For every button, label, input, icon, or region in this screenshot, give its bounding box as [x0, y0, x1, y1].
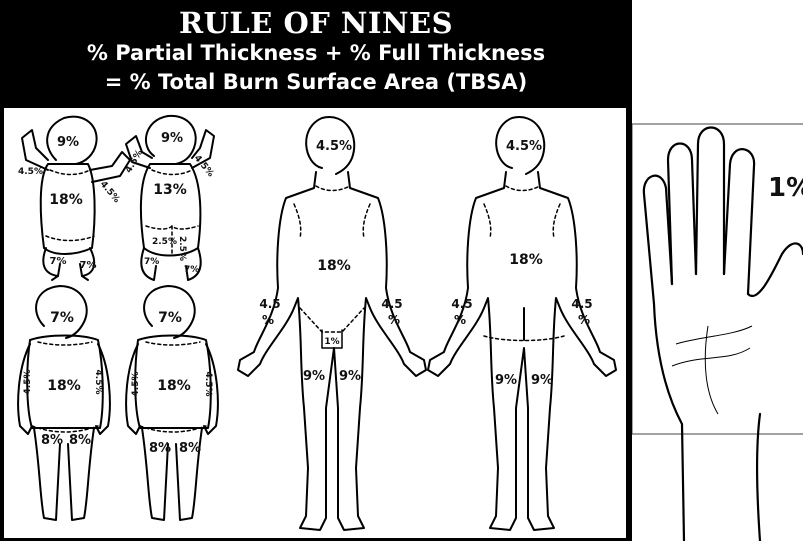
body-diagrams-panel: 9% 4.5% 4.5% 18% 7% 7% 9% 4.5% 4.5% 13% … [4, 108, 626, 538]
adult-back-arm-left-value: 4.5 [451, 297, 472, 311]
infant-front-leg-right-label: 7% [80, 260, 97, 271]
palm-creases [672, 326, 752, 414]
infant-back-head-label: 9% [161, 131, 183, 146]
adult-front-leg-right-label: 9% [339, 369, 361, 384]
adult-front-arm-right-unit: % [388, 313, 400, 327]
child-front-arm-right-label: 4.5% [93, 370, 103, 395]
adult-front-head-label: 4.5% [316, 139, 352, 154]
formula-line-2: = % Total Burn Surface Area (TBSA) [0, 70, 632, 94]
child-back-trunk-label: 18% [157, 378, 191, 394]
infant-front-trunk-label: 18% [49, 192, 83, 208]
adult-back-arm-right-unit: % [578, 313, 590, 327]
body-diagrams-svg: 9% 4.5% 4.5% 18% 7% 7% 9% 4.5% 4.5% 13% … [4, 108, 626, 538]
palm-rule-panel: 1% [632, 104, 803, 541]
formula-line-1: % Partial Thickness + % Full Thickness [0, 41, 632, 65]
palm-hand-svg: 1% [632, 104, 803, 541]
infant-front-arm-right-label: 4.5% [98, 180, 122, 206]
child-back-leg-left-label: 8% [149, 441, 171, 456]
adult-front-leg-left-label: 9% [303, 369, 325, 384]
child-back-leg-right-label: 8% [179, 441, 201, 456]
child-front-leg-right-label: 8% [69, 433, 91, 448]
poster-title: RULE OF NINES [0, 6, 632, 40]
adult-back-head-label: 4.5% [506, 139, 542, 154]
adult-front-genital-label: 1% [324, 337, 339, 347]
palm-percent-label: 1% [768, 173, 803, 203]
adult-front-trunk-label: 18% [317, 258, 351, 274]
infant-back-buttock-left-label: 2.5% [152, 237, 177, 247]
adult-back-trunk-label: 18% [509, 252, 543, 268]
adult-back-leg-left-label: 9% [495, 373, 517, 388]
adult-back-leg-right-label: 9% [531, 373, 553, 388]
child-back-arm-right-label: 4.5% [203, 372, 213, 397]
child-back-arm-left-label: 4.5% [131, 372, 141, 397]
adult-back-arm-right-value: 4.5 [571, 297, 592, 311]
adult-front-arm-right-value: 4.5 [381, 297, 402, 311]
adult-back-arm-left-unit: % [454, 313, 466, 327]
infant-back-trunk-label: 13% [153, 182, 187, 198]
adult-front-arm-left-value: 4.5 [259, 297, 280, 311]
child-front-trunk-label: 18% [47, 378, 81, 394]
rule-of-nines-poster: RULE OF NINES % Partial Thickness + % Fu… [0, 0, 632, 541]
infant-front-arm-left-label: 4.5% [18, 167, 43, 177]
infant-front-leg-left-label: 7% [50, 256, 67, 267]
child-front-arm-left-label: 4.5% [23, 370, 33, 395]
infant-back-arm-left-label: 4.5% [124, 148, 145, 175]
child-front-head-label: 7% [50, 310, 74, 326]
child-front-leg-left-label: 8% [41, 433, 63, 448]
child-back-head-label: 7% [158, 310, 182, 326]
adult-front-arm-left-unit: % [262, 313, 274, 327]
poster-header: RULE OF NINES % Partial Thickness + % Fu… [0, 0, 632, 104]
infant-back-buttock-right-label: 2.5% [177, 236, 187, 261]
infant-front-head-label: 9% [57, 135, 79, 150]
infant-back-leg-right-label: 7% [184, 265, 199, 275]
infant-back-leg-left-label: 7% [144, 257, 159, 267]
